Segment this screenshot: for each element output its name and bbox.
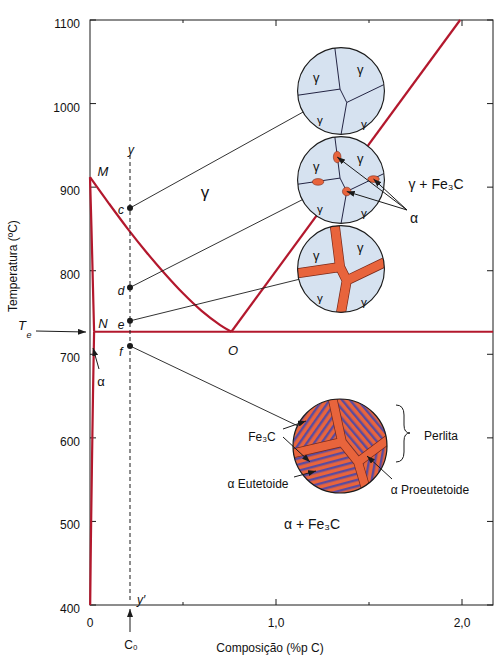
state-point	[127, 284, 133, 290]
composition-line	[130, 155, 131, 600]
axis-ticks	[90, 20, 493, 605]
tick-label: 700	[60, 352, 80, 364]
tick-label: 0	[87, 617, 94, 629]
phase-symbol: γ	[317, 203, 323, 215]
tick-label: 900	[60, 185, 80, 197]
composition-pointer	[130, 609, 131, 632]
micrograph-circle: γ γ γ γ	[297, 47, 385, 135]
phase-symbol: γ	[357, 241, 364, 254]
state-point	[127, 318, 133, 324]
alpha-pointer	[93, 348, 99, 369]
callout-label: Perlita	[424, 430, 458, 442]
point-letter: M	[98, 165, 109, 178]
phase-symbol: γ	[361, 118, 367, 130]
phase-symbol: γ	[361, 296, 367, 308]
point-letter: y′	[137, 594, 145, 606]
phase-callout: α	[410, 211, 418, 225]
composition-marker: C₀	[124, 639, 138, 651]
phase-symbol: γ	[317, 114, 323, 126]
temperature-symbol: T	[18, 319, 26, 332]
point-letter: c	[118, 204, 124, 216]
micrograph-outline	[297, 136, 385, 224]
solvus-line	[90, 332, 94, 605]
temperature-pointer	[36, 331, 86, 332]
phase-callout: α	[97, 375, 105, 388]
eutectoid-line	[94, 331, 493, 333]
axis-title: Temperatura (ºC)	[7, 220, 19, 312]
phase-symbol: γ	[313, 159, 320, 172]
tick-label: 600	[60, 436, 80, 448]
point-letter: f	[119, 346, 122, 358]
proeutectoid-alpha-pointer	[367, 456, 392, 479]
a3-line	[90, 177, 231, 332]
point-letter: O	[228, 344, 238, 357]
pearlite-bracket	[396, 405, 410, 462]
tick-label: 1000	[53, 102, 80, 114]
point-letter: e	[118, 319, 125, 331]
phase-region-label: γ + Fe₃C	[408, 177, 463, 191]
phase-symbol: γ	[361, 207, 367, 219]
phase-symbol: γ	[313, 70, 320, 83]
cementite-pointer	[283, 421, 306, 429]
phase-symbol: γ	[313, 248, 320, 261]
state-point	[127, 205, 133, 211]
phase-boundaries	[90, 20, 493, 605]
temperature-subscript: e	[26, 331, 31, 340]
acm-line	[231, 20, 460, 332]
axis-title: Composição (%p C)	[216, 642, 323, 654]
micrograph-circle: γ γ γ γ	[297, 225, 385, 313]
tick-label: 1100	[54, 18, 80, 30]
callout-label: α Eutetoide	[228, 478, 289, 490]
tick-label: 1,0	[268, 617, 285, 629]
phase-symbol: γ	[357, 152, 364, 165]
micrograph-outline	[297, 225, 385, 313]
tick-label: 400	[60, 603, 80, 615]
tick-label: 500	[60, 519, 80, 531]
point-letter: d	[118, 285, 125, 297]
callout-label: α Proeutetoide	[391, 484, 469, 496]
tick-label: 2,0	[454, 617, 471, 629]
point-letter: y	[128, 144, 134, 156]
alpha-gamma-line	[90, 177, 94, 332]
cementite-pointer	[283, 437, 310, 462]
tick-label: 800	[60, 269, 80, 281]
micrograph-circle: γ γ γ γ	[297, 136, 385, 224]
state-point	[127, 343, 133, 349]
plot-frame	[90, 20, 493, 605]
phase-region-label: γ	[201, 184, 210, 201]
callout-label: Fe₃C	[248, 431, 276, 443]
point-letter: N	[98, 317, 107, 330]
micrograph-outline	[297, 47, 385, 135]
phase-symbol: γ	[357, 63, 364, 76]
phase-region-label: α + Fe₃C	[284, 517, 340, 531]
phase-symbol: γ	[317, 292, 323, 304]
eutectoid-alpha-pointer	[294, 471, 316, 477]
pearlite-micrograph	[280, 386, 400, 506]
